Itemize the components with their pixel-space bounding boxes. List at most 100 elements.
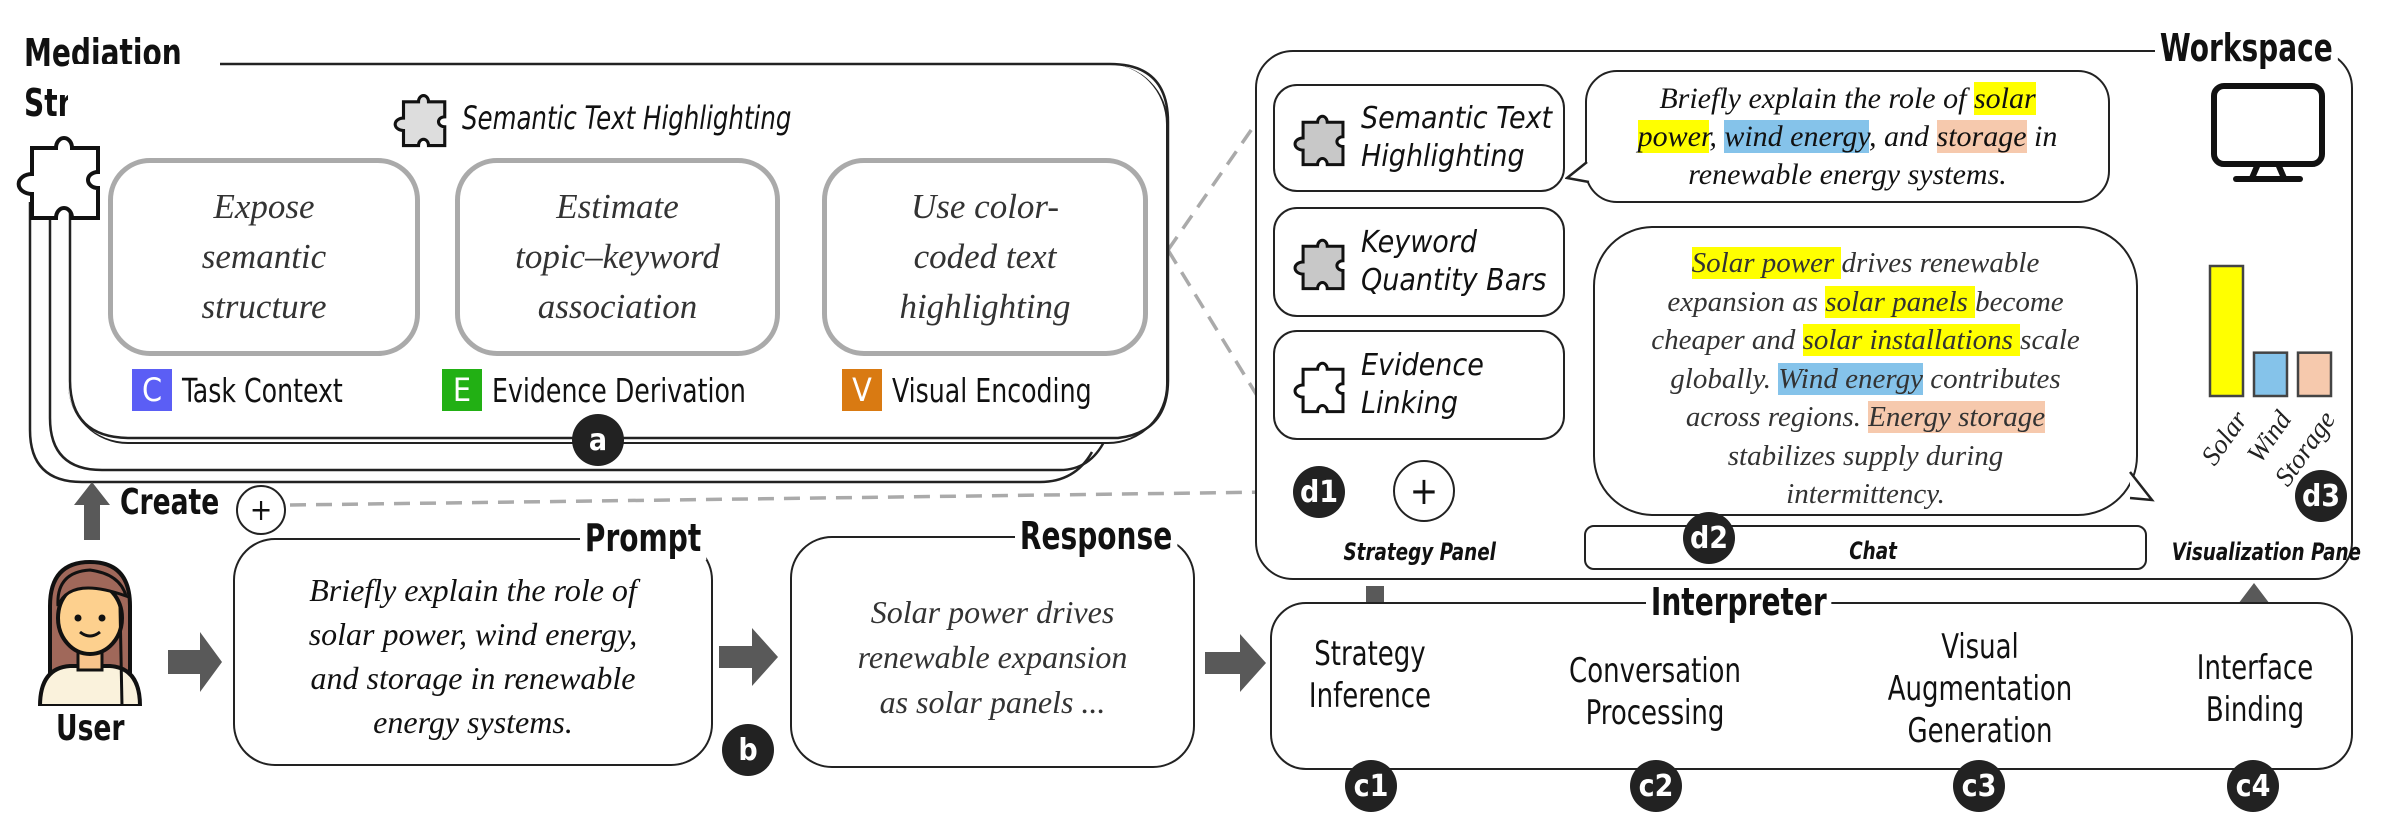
card-expose-semantic-structure: Expose semantic structure [108,158,420,356]
step-conversation-processing: Conversation Processing [1549,650,1762,734]
visualization-pane-caption: Visualization Pane [2171,538,2362,566]
message-text-segment: drives renewable [1841,247,2040,279]
label-line: Highlighting [1361,139,1525,174]
keyword-highlight: solar panels [1825,285,1976,318]
message-text-segment: expansion as [1667,285,1826,318]
user-message-line: renewable energy systems. [1587,156,2108,194]
message-text-segment: in [2026,120,2058,153]
assistant-message-line: Solar power drives renewable [1595,244,2136,283]
step-line: Interface [2196,648,2314,688]
assistant-message-line: cheaper and solar installations scale [1595,321,2136,360]
keyword-highlight: solar installations [1802,324,2021,356]
card-line: coded text [913,237,1057,276]
bar-storage[interactable] [2296,351,2333,398]
label-line: Evidence [1361,348,1484,383]
prompt-to-response-arrow [719,628,778,686]
message-text-segment: cheaper and [1651,324,1803,356]
interpreter-title: Interpreter [1646,580,1832,624]
evidence-derivation-label: Evidence Derivation [492,370,746,410]
badge-c2: c2 [1630,760,1682,812]
prompt-text: Briefly explain the role of solar power,… [235,568,711,744]
step-line: Generation [1907,711,2053,751]
user-message-line: Briefly explain the role of solar [1587,80,2108,118]
badge-c4: c4 [2227,760,2279,812]
card-line: semantic [201,237,327,276]
puzzle-filled-icon [1293,238,1345,291]
assistant-message-line: expansion as solar panels become [1595,283,2136,322]
user-bubble-tail [1565,161,1590,184]
create-link-line [289,488,1426,507]
keyword-highlight: solar [1973,82,2036,115]
step-line: Conversation [1569,651,1741,691]
message-text-segment: stabilizes supply during [1727,439,2004,472]
create-strategy-button[interactable]: + [236,485,286,535]
message-text-segment: , [1709,120,1725,153]
response-text: Solar power drives renewable expansion a… [792,590,1193,725]
assistant-message-line: globally. Wind energy contributes [1595,360,2136,399]
add-strategy-button[interactable]: + [1393,460,1455,522]
message-text-segment: become [1975,285,2064,318]
step-strategy-inference: Strategy Inference [1285,633,1455,717]
step-visual-augmentation-generation: Visual Augmentation Generation [1865,626,2095,752]
assistant-message-line: across regions. Energy storage [1595,398,2136,437]
create-up-arrow [74,482,110,540]
evidence-derivation-key: E [442,369,482,411]
workspace-title: Workspace [2155,26,2338,70]
badge-a: a [572,414,624,466]
prompt-line: energy systems. [373,704,573,740]
keyword-highlight: storage [1936,120,2027,153]
step-line: Strategy [1314,634,1426,674]
badge-d2: d2 [1683,512,1735,564]
strategy-panel-caption: Strategy Panel [1343,538,1496,566]
puzzle-filled-icon [393,93,447,148]
bar-solar[interactable] [2208,264,2245,398]
chat-caption: Chat [1849,537,1897,565]
badge-d1: d1 [1293,466,1345,518]
step-line: Processing [1585,693,1725,733]
user-to-prompt-arrow [168,632,222,692]
message-text-segment: across regions. [1685,401,1869,433]
response-box: Solar power drives renewable expansion a… [790,536,1195,768]
card-line: Expose [213,187,315,226]
prompt-line: solar power, wind energy, [308,616,638,652]
card-line: structure [201,287,327,326]
keyword-highlight: power [1637,120,1710,153]
card-line: topic–keyword [515,237,720,276]
response-line: renewable expansion [857,639,1128,675]
assistant-message-line: stabilizes supply during [1595,437,2136,476]
card-line: highlighting [899,287,1071,326]
response-line: as solar panels ... [879,684,1106,720]
message-text-segment: renewable energy systems. [1688,158,2007,191]
response-line: Solar power drives [870,594,1115,630]
legend-evidence-derivation: E Evidence Derivation [442,369,791,411]
badge-b: b [722,724,774,776]
zoom-line-top [1166,99,1274,251]
user-label: User [56,708,125,749]
response-to-interpreter-arrow [1205,634,1266,692]
bar-label-solar: Solar [2195,405,2253,471]
prompt-box[interactable]: Briefly explain the role of solar power,… [233,538,713,766]
selected-strategy-name: Semantic Text Highlighting [462,99,792,137]
bar-wind[interactable] [2252,351,2289,398]
label-line: Keyword [1361,225,1478,260]
badge-d3: d3 [2295,470,2347,522]
visual-encoding-key: V [842,369,882,411]
badge-c1: c1 [1345,760,1397,812]
label-line: Semantic Text [1361,101,1553,136]
response-title: Response [1015,514,1178,558]
message-text-segment: Briefly explain the role of [1659,82,1974,115]
step-line: Binding [2205,690,2305,730]
create-label[interactable]: Create [120,482,220,523]
keyword-highlight: wind energy [1724,120,1870,153]
keyword-highlight: Solar power [1691,247,1842,279]
label-line: Quantity Bars [1361,263,1547,298]
